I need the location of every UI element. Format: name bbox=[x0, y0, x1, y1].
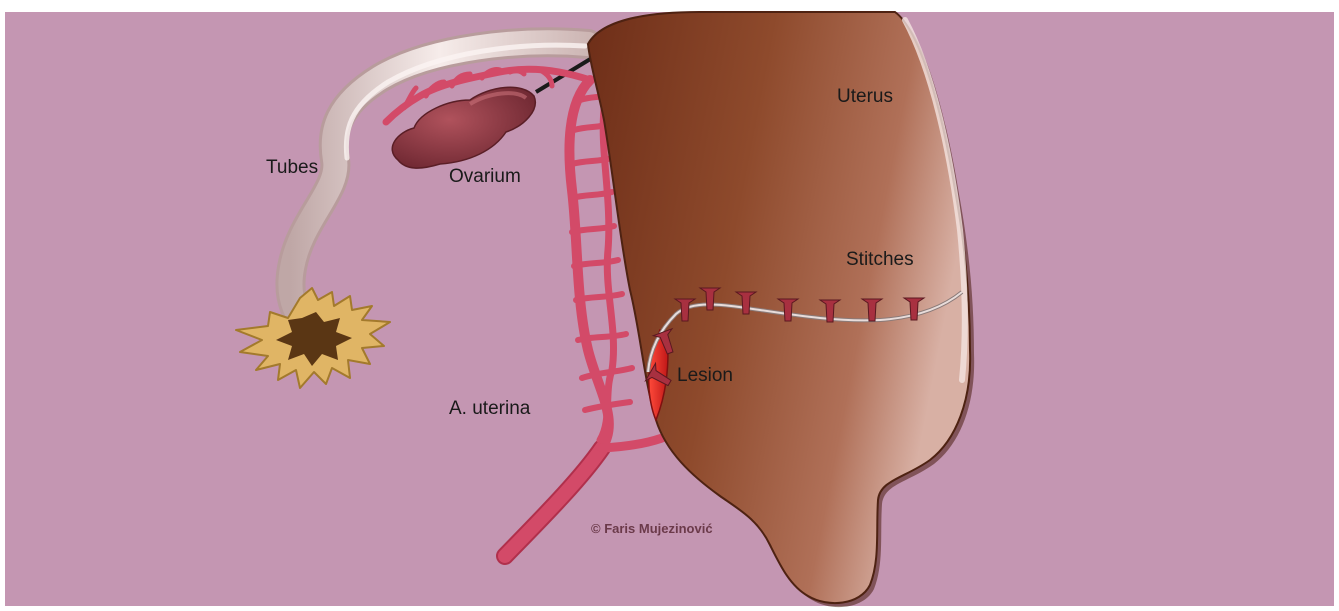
stitches-label: Stitches bbox=[846, 249, 914, 270]
uterus-label: Uterus bbox=[837, 86, 893, 107]
artery-label: A. uterina bbox=[449, 398, 531, 419]
ovarium-label: Ovarium bbox=[449, 166, 521, 187]
tubes-label: Tubes bbox=[266, 157, 318, 178]
lesion-label: Lesion bbox=[677, 365, 733, 386]
copyright-credit: © Faris Mujezinović bbox=[591, 521, 713, 536]
